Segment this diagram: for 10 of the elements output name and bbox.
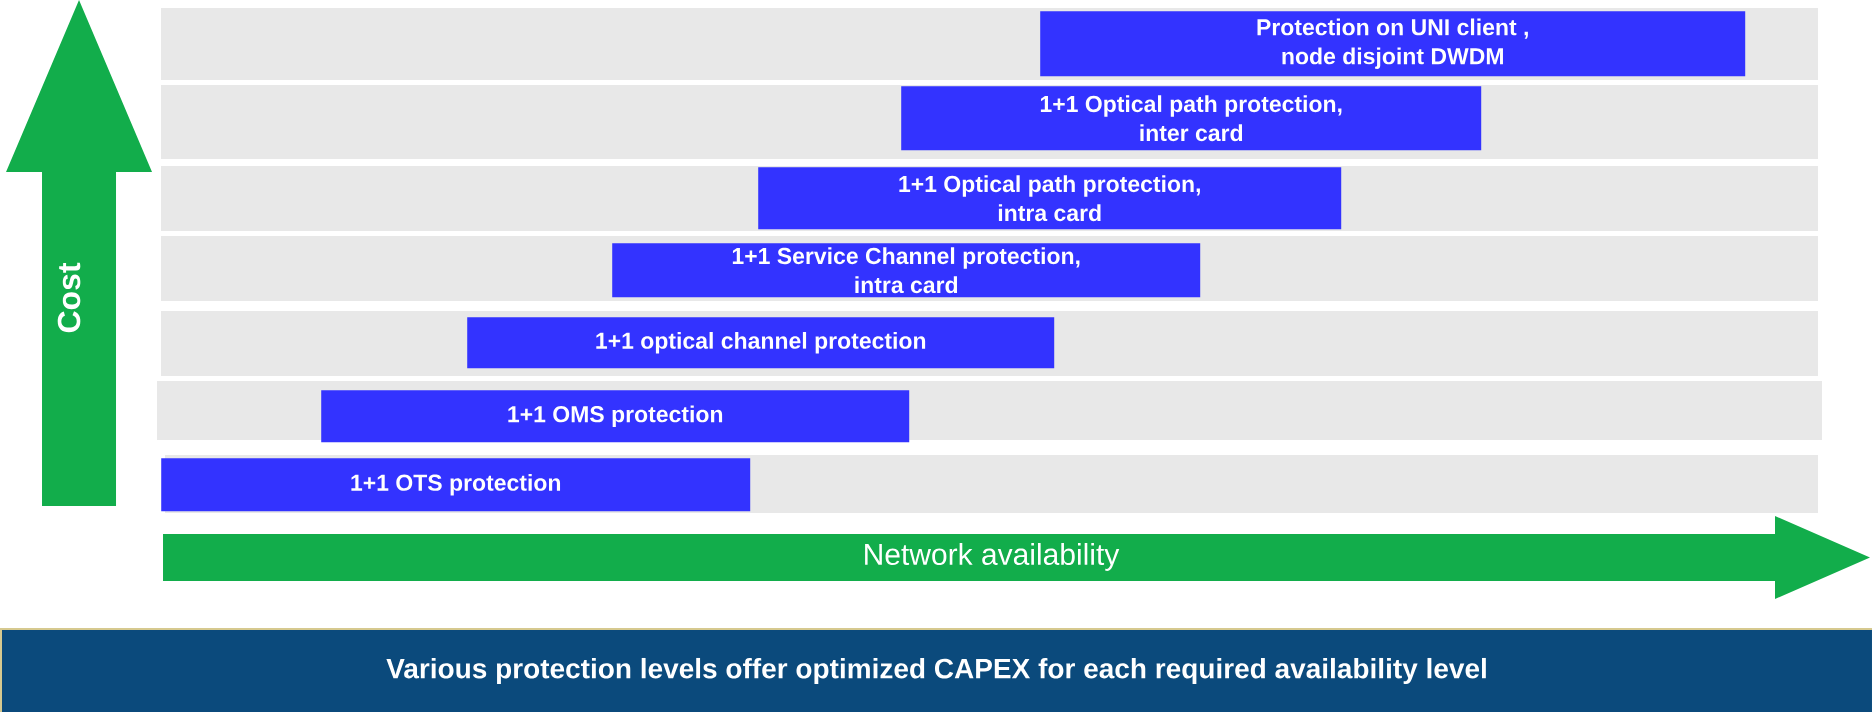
axis-label: Cost xyxy=(57,262,81,333)
protection-box: 1+1 OMS protection xyxy=(321,390,910,443)
axis-label: Network availability xyxy=(865,543,1120,571)
protection-box: 1+1 Optical path protection, intra card xyxy=(758,167,1342,230)
protection-box: Protection on UNI client , node disjoint DWDM xyxy=(1040,11,1746,77)
protection-box: 1+1 optical channel protection xyxy=(467,317,1055,369)
protection-box: 1+1 Optical path protection, inter card xyxy=(901,86,1482,151)
protection-box: 1+1 OTS protection xyxy=(161,458,751,512)
summary-banner: Various protection levels offer optimized CAPEX for each required availability level xyxy=(0,628,1872,712)
protection-box: 1+1 Service Channel protection, intra card xyxy=(612,243,1201,298)
